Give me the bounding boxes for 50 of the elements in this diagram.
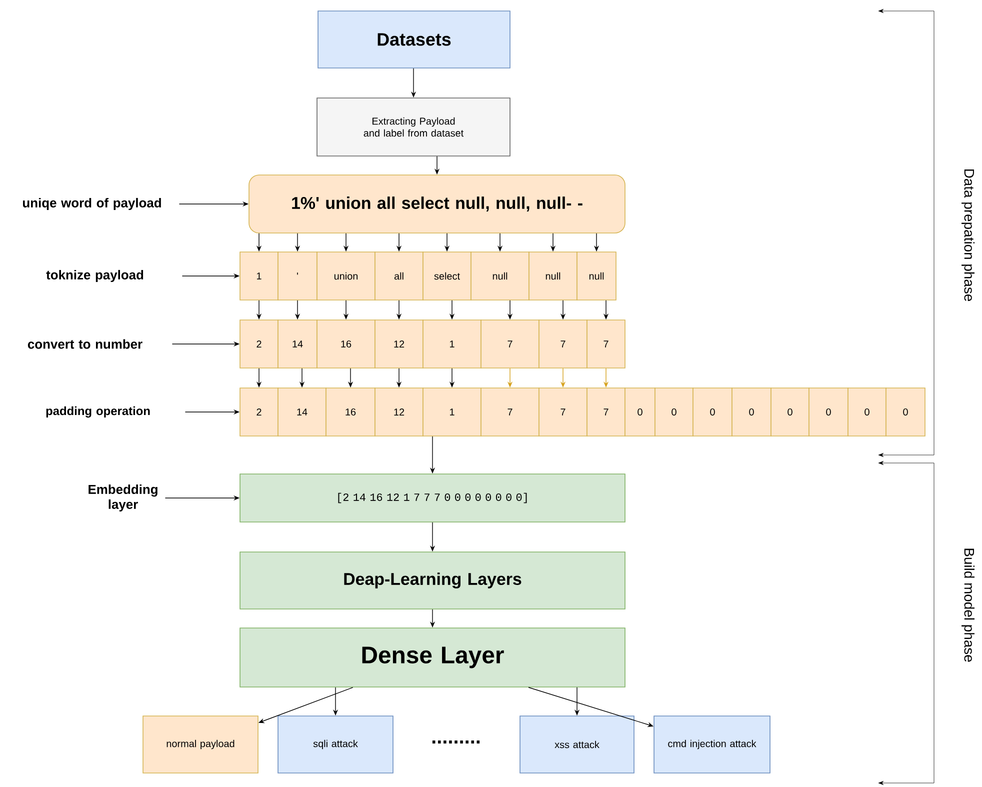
- phase-label: Build model phase: [962, 548, 974, 662]
- box: Datasets: [318, 10, 510, 68]
- cell: 7: [538, 388, 588, 436]
- cell: 0: [692, 388, 732, 436]
- box: xss attack: [520, 716, 634, 774]
- cell: 0: [732, 388, 772, 436]
- cell: 12: [374, 388, 424, 436]
- box: Dense Layer: [240, 628, 626, 688]
- cell: 0: [624, 388, 656, 436]
- cell: null: [528, 252, 578, 300]
- box: normal payload: [142, 716, 258, 774]
- row-label: Embedding layer: [88, 484, 158, 512]
- cell: 2: [240, 320, 278, 368]
- cell: 0: [886, 388, 926, 436]
- cell: 14: [278, 388, 326, 436]
- cell: null: [470, 252, 530, 300]
- cell: 16: [326, 388, 376, 436]
- cell: 0: [808, 388, 848, 436]
- ellipsis: .........: [432, 740, 480, 744]
- cell: 7: [480, 388, 540, 436]
- box: [2 14 16 12 1 7 7 7 0 0 0 0 0 0 0 0]: [240, 474, 626, 522]
- box: sqli attack: [278, 716, 394, 774]
- box: Extracting Payload and label from dataset: [316, 98, 510, 156]
- cell: 7: [586, 320, 626, 368]
- cell: all: [374, 252, 424, 300]
- cell: 1: [422, 388, 482, 436]
- cell: 7: [586, 388, 626, 436]
- row-label: uniqe word of payload: [23, 198, 161, 210]
- cell: union: [316, 252, 376, 300]
- row-label: convert to number: [28, 339, 142, 349]
- row-label: toknize payload: [46, 270, 144, 282]
- cell: 7: [480, 320, 540, 368]
- cell: 7: [538, 320, 588, 368]
- row-label: padding operation: [46, 406, 150, 418]
- cell: 0: [848, 388, 886, 436]
- phase-label: Data prepation phase: [962, 169, 974, 302]
- cell: ': [278, 252, 318, 300]
- cell: 14: [278, 320, 318, 368]
- cell: 1: [240, 252, 278, 300]
- cell: 12: [374, 320, 424, 368]
- cell: null: [576, 252, 616, 300]
- cell: select: [422, 252, 472, 300]
- cell: 16: [316, 320, 376, 368]
- box: cmd injection attack: [654, 716, 770, 774]
- cell: 2: [240, 388, 278, 436]
- cell: 0: [654, 388, 694, 436]
- rounded-box: 1%' union all select null, null, null- -: [248, 174, 626, 234]
- cell: 1: [422, 320, 482, 368]
- box: Deap-Learning Layers: [240, 552, 626, 610]
- cell: 0: [770, 388, 810, 436]
